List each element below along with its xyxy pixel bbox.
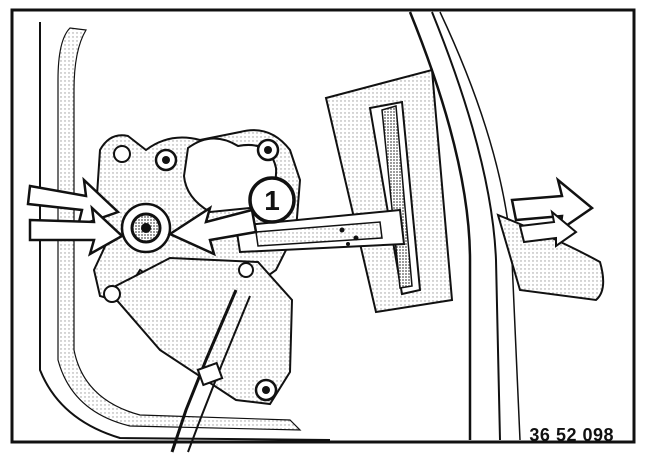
- mounting-bolt-left: [113, 145, 131, 163]
- door-panel-outline: [39, 22, 331, 441]
- callout-circle: [248, 176, 296, 224]
- arm-rivet-1: [339, 227, 345, 233]
- arrow-glass-upper: [510, 176, 595, 233]
- door-panel-shading: [57, 27, 302, 431]
- door-frame-inner: [431, 11, 501, 441]
- cable-1: [170, 289, 238, 453]
- mounting-bolt-lower-left: [103, 285, 121, 303]
- lifting-arm-rail: [255, 221, 383, 247]
- regulator-lower-plate: [106, 256, 294, 406]
- arrow-glass-lower: [518, 209, 578, 248]
- arrow-left-lower: [28, 204, 125, 257]
- cable-2: [187, 295, 251, 453]
- door-frame-outer: [408, 11, 472, 440]
- mounting-bolt-middle: [238, 262, 254, 278]
- callout-number: 1: [264, 185, 280, 216]
- arm-rivet-3: [346, 242, 350, 246]
- figure-number: 36 52 098: [529, 425, 614, 445]
- arrow-right: [167, 205, 258, 257]
- cable-clip: [196, 361, 224, 387]
- arm-rivet-2: [353, 235, 359, 241]
